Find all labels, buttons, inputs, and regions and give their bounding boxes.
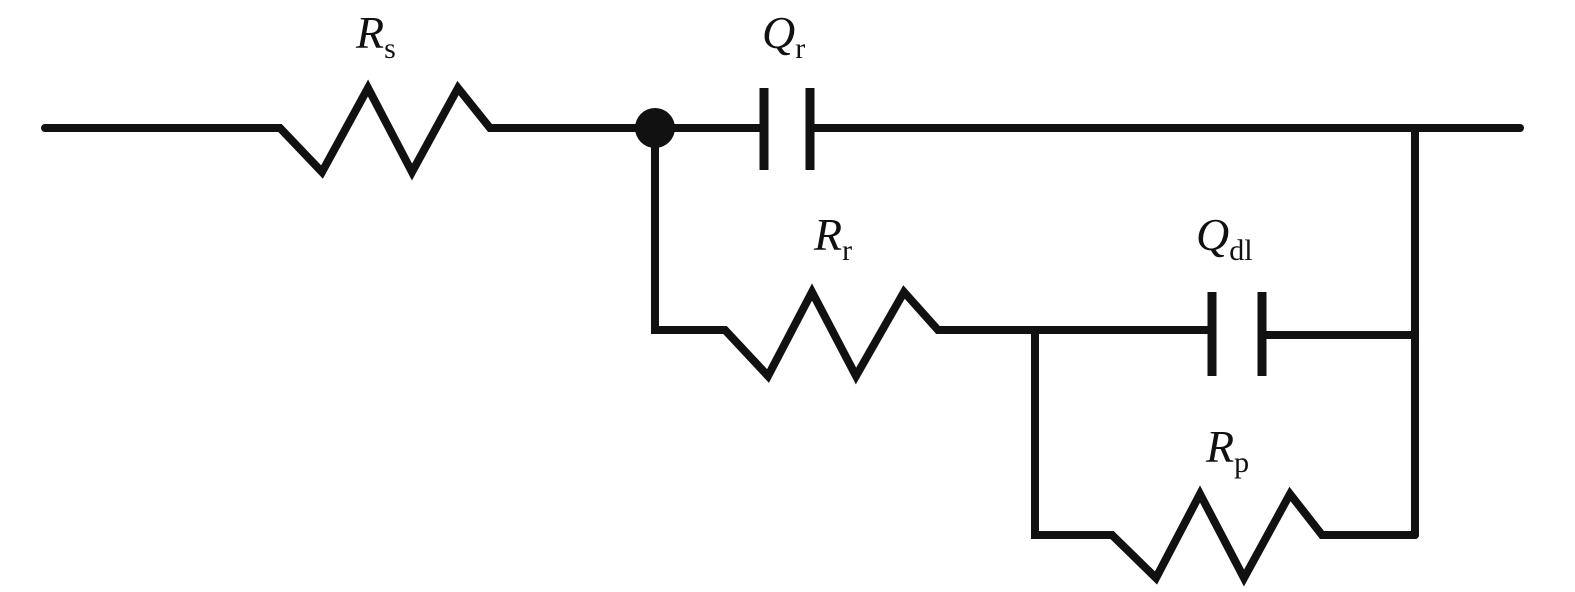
label-rs-symbol: R [355,7,384,58]
wire-input [41,79,659,181]
label-qdl-symbol: Q [1196,209,1229,260]
label-qr-subscript: r [795,32,805,65]
label-rs-subscript: s [384,32,396,65]
label-rr-subscript: r [842,234,852,267]
label-rr-symbol: R [813,209,842,260]
wire-rr-branch [651,124,1214,385]
label-rr: Rr [813,209,852,267]
label-rs: Rs [355,7,396,65]
label-rp-subscript: p [1234,446,1249,479]
label-qr: Qr [762,7,805,65]
label-qr-symbol: Q [762,7,795,58]
label-qdl-subscript: dl [1229,234,1252,267]
label-qdl: Qdl [1196,209,1253,267]
label-rp-symbol: R [1205,421,1234,472]
label-rp: Rp [1205,421,1249,479]
wire-rp-branch [1031,326,1419,587]
